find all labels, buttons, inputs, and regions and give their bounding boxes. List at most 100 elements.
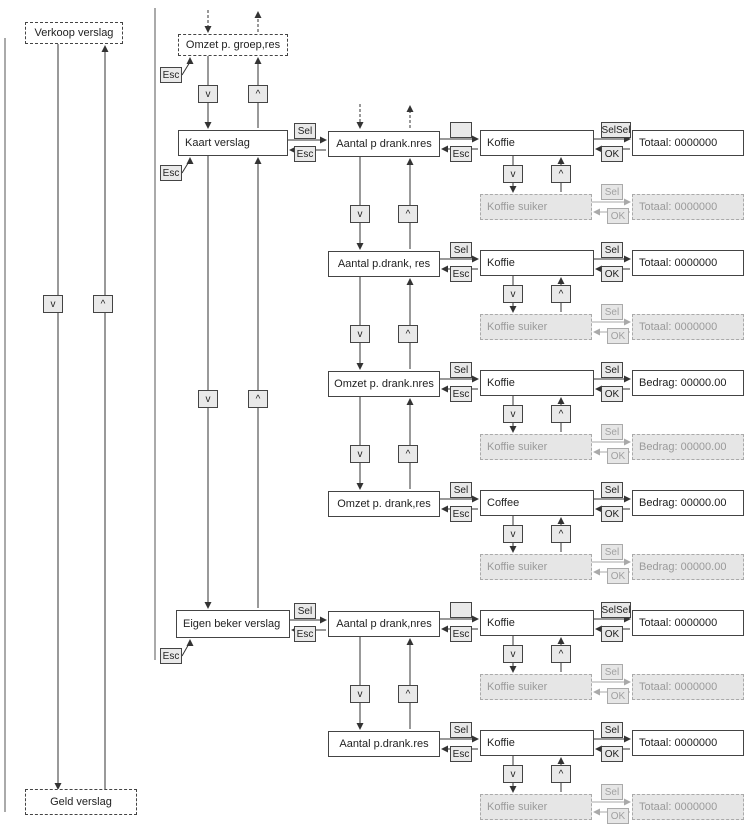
sel-button-r-5[interactable]: Sel <box>601 722 623 738</box>
submenu-up-button-2[interactable]: ^ <box>398 445 418 463</box>
submenu-down-button-1[interactable]: v <box>350 325 370 343</box>
ok-button-3[interactable]: OK <box>601 506 623 522</box>
ghost-sel-button-1: Sel <box>601 304 623 320</box>
ghost-drink-box-2: Koffie suiker <box>480 434 592 460</box>
submenu-up-button-1[interactable]: ^ <box>398 325 418 343</box>
eigen-sel-button[interactable]: Sel <box>294 603 316 619</box>
ghost-drink-box-4: Koffie suiker <box>480 674 592 700</box>
ghost-result-box-5: Totaal: 0000000 <box>632 794 744 820</box>
drink-box-3: Coffee <box>480 490 594 516</box>
ghost-ok-button-4: OK <box>607 688 629 704</box>
submenu-up-button-4[interactable]: ^ <box>398 685 418 703</box>
blank-button-4 <box>450 602 472 618</box>
groep-down-button[interactable]: v <box>198 85 218 103</box>
selsel-button-0[interactable]: SelSel <box>601 122 631 138</box>
drink-up-button-0[interactable]: ^ <box>551 165 571 183</box>
drink-up-button-2[interactable]: ^ <box>551 405 571 423</box>
submenu-down-button-0[interactable]: v <box>350 205 370 223</box>
esc-button-4[interactable]: Esc <box>450 626 472 642</box>
submenu-up-button-0[interactable]: ^ <box>398 205 418 223</box>
ghost-result-box-4: Totaal: 0000000 <box>632 674 744 700</box>
submenu-box-4: Aantal p drank,nres <box>328 611 440 637</box>
ok-button-2[interactable]: OK <box>601 386 623 402</box>
drink-down-button-0[interactable]: v <box>503 165 523 183</box>
kaart-sel-button[interactable]: Sel <box>294 123 316 139</box>
sel-button-r-1[interactable]: Sel <box>601 242 623 258</box>
sel-button-5[interactable]: Sel <box>450 722 472 738</box>
selsel-button-4[interactable]: SelSel <box>601 602 631 618</box>
ok-button-0[interactable]: OK <box>601 146 623 162</box>
kaart-esc-button[interactable]: Esc <box>294 146 316 162</box>
sel-button-r-3[interactable]: Sel <box>601 482 623 498</box>
drink-up-button-5[interactable]: ^ <box>551 765 571 783</box>
drink-box-4: Koffie <box>480 610 594 636</box>
result-box-2: Bedrag: 00000.00 <box>632 370 744 396</box>
drink-down-button-2[interactable]: v <box>503 405 523 423</box>
drink-up-button-3[interactable]: ^ <box>551 525 571 543</box>
sel-button-r-2[interactable]: Sel <box>601 362 623 378</box>
esc-button-kaart[interactable]: Esc <box>160 165 182 181</box>
esc-button-2[interactable]: Esc <box>450 386 472 402</box>
submenu-down-button-2[interactable]: v <box>350 445 370 463</box>
submenu-box-0: Aantal p drank.nres <box>328 131 440 157</box>
drink-box-5: Koffie <box>480 730 594 756</box>
drink-up-button-1[interactable]: ^ <box>551 285 571 303</box>
eigen-esc-button[interactable]: Esc <box>294 626 316 642</box>
sel-button-3[interactable]: Sel <box>450 482 472 498</box>
esc-button-5[interactable]: Esc <box>450 746 472 762</box>
submenu-down-button-4[interactable]: v <box>350 685 370 703</box>
kaart-verslag-box: Kaart verslag <box>178 130 288 156</box>
ghost-drink-box-1: Koffie suiker <box>480 314 592 340</box>
ok-button-4[interactable]: OK <box>601 626 623 642</box>
ghost-ok-button-0: OK <box>607 208 629 224</box>
ghost-drink-box-3: Koffie suiker <box>480 554 592 580</box>
ghost-result-box-0: Totaal: 0000000 <box>632 194 744 220</box>
omzet-groep-box: Omzet p. groep,res <box>178 34 288 56</box>
drink-down-button-5[interactable]: v <box>503 765 523 783</box>
blank-button-0 <box>450 122 472 138</box>
drink-down-button-3[interactable]: v <box>503 525 523 543</box>
ok-button-1[interactable]: OK <box>601 266 623 282</box>
ghost-sel-button-4: Sel <box>601 664 623 680</box>
left-down-button[interactable]: v <box>43 295 63 313</box>
geld-verslag-box: Geld verslag <box>25 789 137 815</box>
drink-down-button-4[interactable]: v <box>503 645 523 663</box>
ghost-sel-button-0: Sel <box>601 184 623 200</box>
result-box-5: Totaal: 0000000 <box>632 730 744 756</box>
esc-button-0[interactable]: Esc <box>450 146 472 162</box>
left-up-button[interactable]: ^ <box>93 295 113 313</box>
ghost-ok-button-3: OK <box>607 568 629 584</box>
ghost-drink-box-5: Koffie suiker <box>480 794 592 820</box>
result-box-0: Totaal: 0000000 <box>632 130 744 156</box>
drink-box-0: Koffie <box>480 130 594 156</box>
ghost-sel-button-3: Sel <box>601 544 623 560</box>
eigen-beker-verslag-box: Eigen beker verslag <box>176 610 290 638</box>
ok-button-5[interactable]: OK <box>601 746 623 762</box>
submenu-box-3: Omzet p. drank,res <box>328 491 440 517</box>
drink-box-2: Koffie <box>480 370 594 396</box>
drink-up-button-4[interactable]: ^ <box>551 645 571 663</box>
ghost-ok-button-5: OK <box>607 808 629 824</box>
ghost-result-box-2: Bedrag: 00000.00 <box>632 434 744 460</box>
ghost-result-box-1: Totaal: 0000000 <box>632 314 744 340</box>
verkoop-verslag-box: Verkoop verslag <box>25 22 123 44</box>
esc-button-1[interactable]: Esc <box>450 266 472 282</box>
ghost-ok-button-2: OK <box>607 448 629 464</box>
esc-button-eigen[interactable]: Esc <box>160 648 182 664</box>
esc-button-groep[interactable]: Esc <box>160 67 182 83</box>
ghost-ok-button-1: OK <box>607 328 629 344</box>
kaart-down-button[interactable]: v <box>198 390 218 408</box>
submenu-box-5: Aantal p.drank.res <box>328 731 440 757</box>
drink-down-button-1[interactable]: v <box>503 285 523 303</box>
ghost-drink-box-0: Koffie suiker <box>480 194 592 220</box>
sel-button-1[interactable]: Sel <box>450 242 472 258</box>
esc-button-3[interactable]: Esc <box>450 506 472 522</box>
sel-button-2[interactable]: Sel <box>450 362 472 378</box>
drink-box-1: Koffie <box>480 250 594 276</box>
result-box-1: Totaal: 0000000 <box>632 250 744 276</box>
groep-up-button[interactable]: ^ <box>248 85 268 103</box>
ghost-result-box-3: Bedrag: 00000.00 <box>632 554 744 580</box>
kaart-up-button[interactable]: ^ <box>248 390 268 408</box>
